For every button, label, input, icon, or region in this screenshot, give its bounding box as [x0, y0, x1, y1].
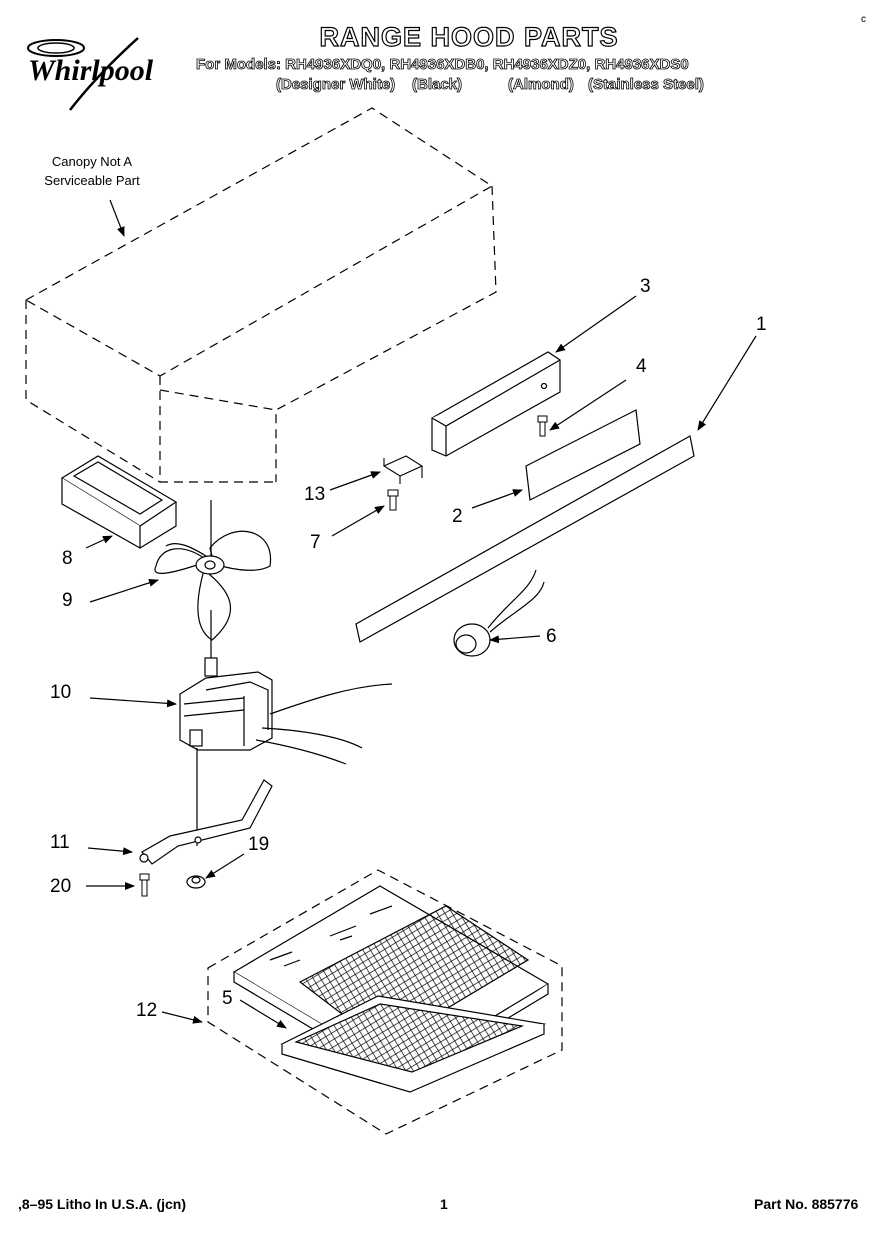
callout-5: 5: [222, 988, 233, 1009]
part-12-outline: [207, 869, 563, 1135]
brand-logo: Whirlpool: [18, 34, 178, 114]
callout-6: 6: [546, 626, 557, 647]
part-8-damper: [60, 455, 178, 550]
callout-10: 10: [50, 682, 72, 703]
brand-wordmark: Whirlpool: [28, 54, 154, 87]
part-11-bracket: [139, 779, 273, 865]
canopy-outline: [24, 107, 497, 483]
footer-part-number: Part No. 885776: [754, 1196, 859, 1212]
callout-11: 11: [50, 832, 70, 853]
footer-page-number: 1: [440, 1196, 448, 1212]
finish-black: (Black): [412, 76, 463, 94]
canopy-note-line2: Serviceable Part: [44, 173, 140, 188]
canopy-arrow: [109, 199, 125, 237]
corner-mark: c: [861, 14, 866, 25]
part-6-connector: [453, 569, 545, 657]
part-19-nut: [186, 875, 206, 889]
callout-1: 1: [756, 314, 767, 335]
part-13-clip: [382, 455, 424, 484]
finish-almond: (Almond): [508, 76, 575, 94]
part-10-motor: [179, 657, 393, 765]
canopy-note: Canopy Not A Serviceable Part: [30, 152, 154, 190]
part-3-bracket: [431, 351, 561, 457]
callout-12: 12: [136, 1000, 158, 1021]
callout-3: 3: [640, 276, 651, 297]
footer-litho: ,8–95 Litho In U.S.A. (jcn): [18, 1196, 187, 1212]
finish-stainless-steel: (Stainless Steel): [588, 76, 705, 94]
callout-13: 13: [304, 484, 326, 505]
callout-8: 8: [62, 548, 73, 569]
part-1-trim-strip: [355, 435, 695, 643]
part-20-screw: [139, 873, 150, 897]
whirlpool-logo-art: Whirlpool: [27, 37, 154, 111]
callout-20: 20: [50, 876, 72, 897]
callout-4: 4: [636, 356, 647, 377]
part-5-mesh-filter: [280, 995, 547, 1093]
part-7-screw: [387, 489, 399, 511]
part-4-screw: [537, 415, 548, 437]
part-9-fan-blade: [154, 500, 272, 641]
leader-arrows: [85, 295, 757, 1029]
callout-19: 19: [248, 834, 270, 855]
callout-2: 2: [452, 506, 463, 527]
models-line: For Models: RH4936XDQ0, RH4936XDB0, RH49…: [196, 56, 690, 74]
page-title: RANGE HOOD PARTS: [319, 21, 619, 52]
finish-designer-white: (Designer White): [276, 76, 396, 94]
callout-9: 9: [62, 590, 73, 611]
part-2-panel: [525, 409, 641, 501]
callout-7: 7: [310, 532, 321, 553]
canopy-note-line1: Canopy Not A: [51, 154, 133, 169]
